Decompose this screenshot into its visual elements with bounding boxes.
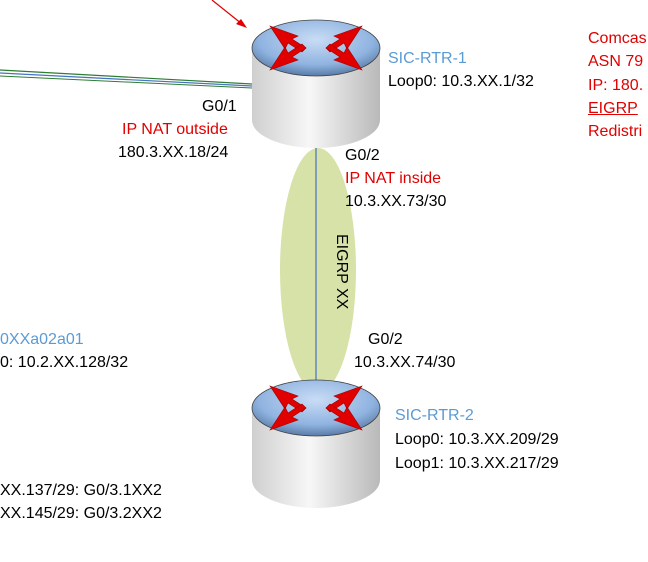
eigrp-area: [280, 148, 356, 392]
isp-name-partial: Comcas: [588, 30, 647, 47]
rtr1-g02-iface: G0/2: [345, 147, 380, 164]
left-device-name-partial: 0XXa02a01: [0, 331, 84, 348]
isp-asn-partial: ASN 79: [588, 53, 644, 70]
left-subif-2-partial: XX.145/29: G0/3.2XX2: [0, 505, 162, 522]
isp-eigrp-partial: EIGRP: [588, 100, 638, 117]
isp-ip-partial: IP: 180.: [588, 77, 644, 94]
eigrp-label: EIGRP XX: [333, 234, 350, 310]
rtr2-g02-ip: 10.3.XX.74/30: [354, 354, 456, 371]
rtr1-g01-nat: IP NAT outside: [122, 121, 228, 138]
left-subif-1-partial: XX.137/29: G0/3.1XX2: [0, 482, 162, 499]
router-2-loop1: Loop1: 10.3.XX.217/29: [395, 455, 559, 472]
rtr1-g01-ip: 180.3.XX.18/24: [118, 144, 229, 161]
router-1-name: SIC-RTR-1: [388, 50, 467, 67]
pointer-arrow: [211, 0, 247, 28]
rtr1-g01-iface: G0/1: [202, 98, 237, 115]
router-1-icon[interactable]: [251, 19, 381, 148]
router-2-loop0: Loop0: 10.3.XX.209/29: [395, 431, 559, 448]
router-2-name: SIC-RTR-2: [395, 407, 474, 424]
uplink-lines: [0, 69, 253, 89]
rtr1-g02-ip: 10.3.XX.73/30: [345, 193, 447, 210]
rtr1-g02-nat: IP NAT inside: [345, 170, 442, 187]
rtr2-g02-iface: G0/2: [368, 331, 403, 348]
isp-redistribute-partial: Redistri: [588, 123, 643, 140]
router-1-loop0: Loop0: 10.3.XX.1/32: [388, 73, 534, 90]
left-device-loop-partial: 0: 10.2.XX.128/32: [0, 354, 129, 371]
router-2-icon[interactable]: [251, 379, 381, 508]
